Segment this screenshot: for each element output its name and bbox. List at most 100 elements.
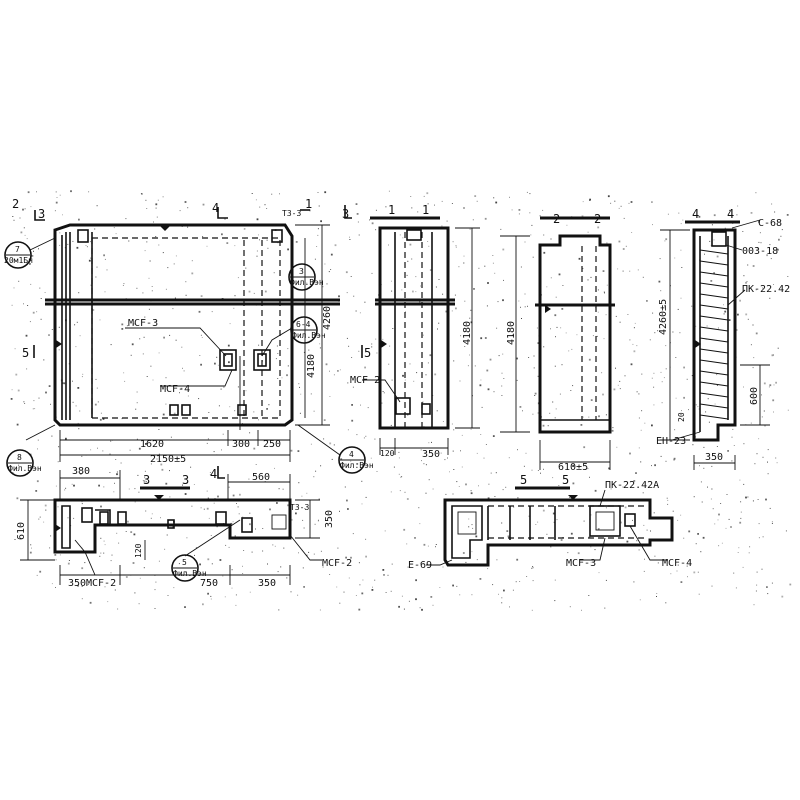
speckle [438,322,440,324]
speckle [391,563,393,565]
speckle [533,355,535,357]
speckle [134,488,136,490]
section-3-dim-120: 120 [134,543,143,558]
speckle [711,465,713,467]
speckle [438,279,440,280]
section-4-dim-600: 600 [749,387,760,405]
speckle [423,563,425,565]
speckle [211,311,213,313]
speckle [748,552,750,554]
speckle [508,457,510,459]
speckle [237,277,239,279]
speckle [697,533,699,535]
speckle [336,586,338,588]
callout-5-sub: Фил.Вэн [173,569,207,578]
speckle [542,424,545,427]
speckle [51,583,53,585]
speckle [115,233,117,235]
speckle [339,510,340,512]
speckle [78,428,80,430]
speckle [169,496,171,498]
speckle [316,246,318,247]
speckle [74,324,76,326]
speckle [778,238,780,241]
speckle [542,209,544,211]
speckle [677,564,679,566]
speckle [740,511,742,513]
speckle [566,224,568,226]
speckle [36,311,38,313]
speckle [667,213,669,215]
speckle [84,562,86,564]
speckle [728,518,730,520]
speckle [714,403,716,405]
speckle [407,414,409,416]
speckle [348,345,350,347]
speckle [109,453,111,455]
speckle [707,398,709,400]
speckle [231,569,233,571]
speckle [375,229,377,231]
speckle [637,269,639,271]
speckle [355,203,358,205]
speckle [492,255,494,256]
speckle [529,212,531,214]
speckle [774,211,776,213]
speckle [739,521,742,524]
speckle [234,535,236,537]
speckle [771,582,773,584]
speckle [367,407,369,409]
speckle [643,570,645,572]
speckle [264,290,267,293]
speckle [718,452,720,454]
speckle [256,250,258,252]
speckle [742,566,744,568]
speckle [234,245,236,247]
speckle [361,480,363,482]
speckle [419,301,421,303]
speckle [665,345,667,347]
speckle [156,216,158,218]
speckle [786,214,789,216]
speckle [412,290,414,293]
speckle [431,441,432,443]
speckle [506,530,509,532]
speckle [15,373,18,376]
speckle [165,482,168,485]
speckle [534,395,536,396]
speckle [59,244,61,246]
speckle [23,227,25,229]
speckle [62,214,63,216]
speckle [403,528,406,531]
speckle [496,559,498,561]
speckle [596,335,598,337]
speckle [375,209,377,211]
speckle [333,444,335,446]
speckle [16,467,18,469]
speckle [375,338,377,340]
speckle [58,446,60,448]
speckle [502,353,504,355]
speckle [158,244,160,246]
speckle [638,549,640,551]
speckle [680,581,683,583]
speckle [302,519,304,521]
speckle [425,374,427,376]
speckle [695,543,697,545]
speckle [404,491,406,493]
speckle [432,488,434,490]
speckle [687,576,688,578]
speckle [552,477,554,479]
speckle [248,478,250,480]
speckle [71,483,73,485]
speckle [347,382,349,384]
speckle [693,496,695,498]
speckle [463,207,465,209]
speckle [554,600,556,602]
speckle [532,567,534,569]
speckle [785,530,787,532]
speckle [100,552,102,554]
speckle [620,205,622,207]
speckle [755,289,757,291]
speckle [310,443,312,445]
